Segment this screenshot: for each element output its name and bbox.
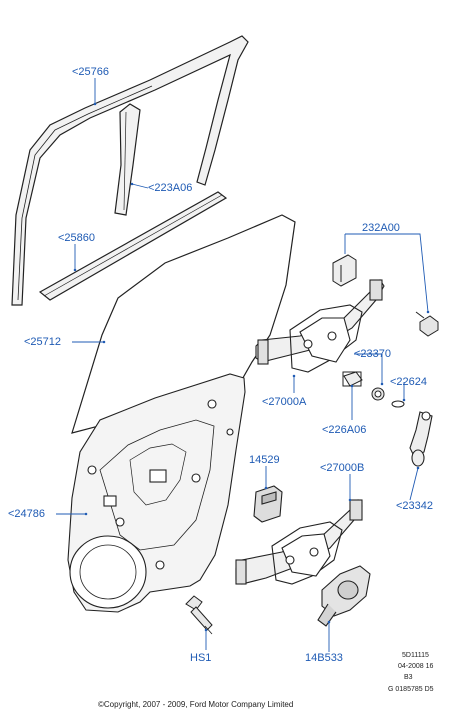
callout-14529: 14529 — [249, 454, 280, 466]
callout-25712: <25712 — [24, 336, 62, 348]
door-module-panel — [67, 373, 246, 613]
leader-223a06 — [130, 182, 149, 189]
leader-lines — [56, 78, 430, 652]
leader-23342 — [409, 466, 420, 501]
callout-22624: <22624 — [390, 376, 428, 388]
callout-223a06: <223A06 — [148, 182, 193, 194]
window-regulator-b — [235, 499, 363, 585]
ref-code-3: B3 — [404, 674, 413, 681]
clip-22624 — [391, 400, 405, 408]
leader-232a00-b — [345, 233, 430, 314]
ref-code-4: G 0185785 D5 — [388, 686, 434, 693]
ref-code-1: 5D11115 — [402, 652, 429, 659]
spacer-226a06 — [342, 371, 363, 387]
belt-weatherstrip — [38, 191, 228, 301]
callout-23342: <23342 — [396, 500, 434, 512]
ref-code-2: 04-2008 16 — [398, 663, 434, 670]
callout-23370: <23370 — [354, 348, 392, 360]
callout-232a00: 232A00 — [362, 222, 400, 234]
bearing-23370 — [371, 387, 385, 401]
callout-24786: <24786 — [8, 508, 46, 520]
bracket-upper — [332, 254, 357, 287]
callout-hs1: HS1 — [190, 652, 212, 664]
callout-14b533: 14B533 — [305, 652, 343, 664]
bolt-upper — [415, 311, 439, 337]
window-crank-23342 — [409, 411, 433, 467]
division-bar — [114, 103, 141, 216]
window-regulator-a — [255, 279, 385, 373]
callout-27000a: <27000A — [262, 396, 307, 408]
callout-226a06: <226A06 — [322, 424, 367, 436]
glass-run-channel — [11, 35, 249, 306]
copyright-text: ©Copyright, 2007 - 2009, Ford Motor Comp… — [98, 700, 294, 709]
callout-27000b: <27000B — [320, 462, 365, 474]
callout-25860: <25860 — [58, 232, 96, 244]
window-switch — [253, 485, 283, 523]
screw-hs1 — [185, 595, 213, 635]
window-motor — [317, 565, 371, 627]
callout-25766: <25766 — [72, 66, 110, 78]
